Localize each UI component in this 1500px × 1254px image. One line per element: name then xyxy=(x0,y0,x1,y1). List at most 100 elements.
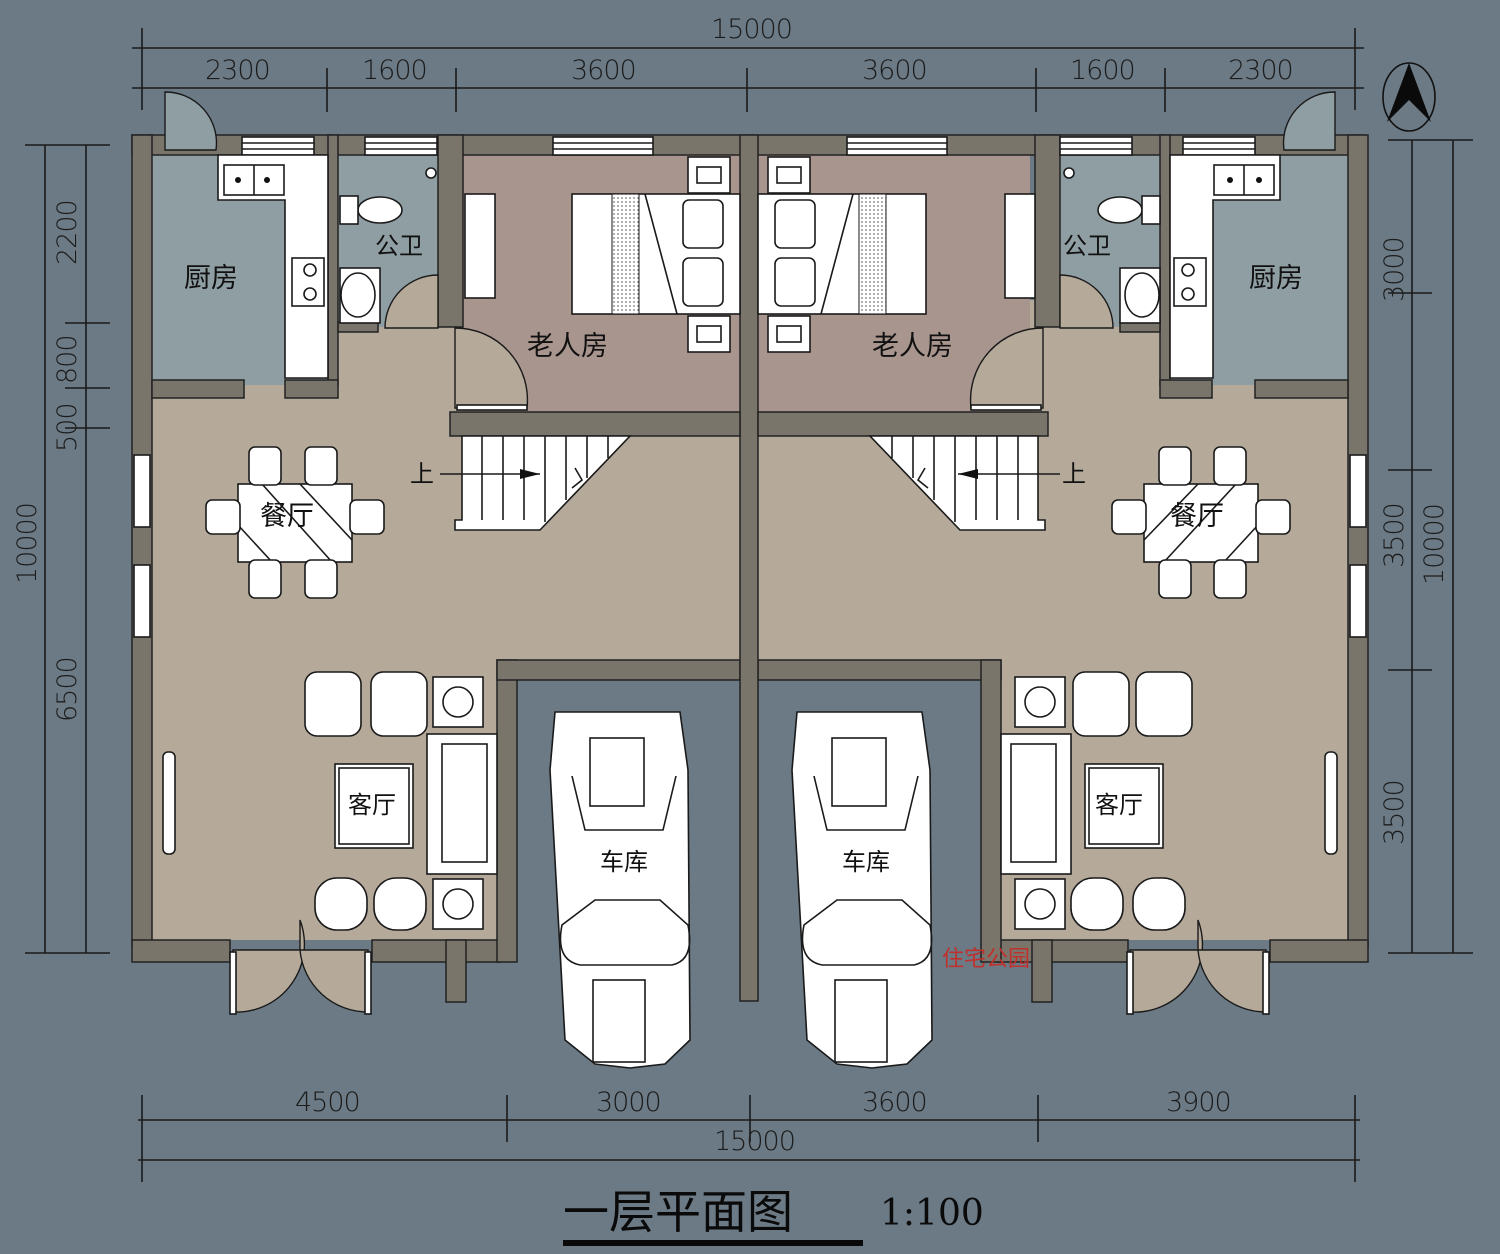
pillow-icon xyxy=(774,257,816,307)
dim-bottom-total: 15000 xyxy=(714,1126,795,1157)
front-door-right xyxy=(1129,919,1204,1013)
bath-fixtures-left xyxy=(339,167,437,324)
washbasin-icon xyxy=(1119,267,1161,324)
stove-icon xyxy=(291,257,325,307)
bath-fixtures-right xyxy=(1063,167,1161,324)
chair-icon xyxy=(248,446,282,486)
chair-icon xyxy=(205,499,241,535)
dim-top-seg: 3600 xyxy=(571,55,636,86)
chair-icon xyxy=(1255,499,1291,535)
bedroom-furniture-right xyxy=(757,156,1036,353)
window-top xyxy=(1059,136,1133,156)
dimension-bottom: 4500 3000 3600 3900 15000 xyxy=(138,1087,1360,1182)
side-table-icon xyxy=(1014,878,1066,930)
bedroom-furniture-left xyxy=(464,156,741,353)
door-bath-right xyxy=(1059,274,1114,329)
wardrobe-icon xyxy=(1004,193,1036,299)
dim-left-total: 10000 xyxy=(12,503,43,584)
dining-set-right xyxy=(1111,446,1291,599)
label-elder-room-left: 老人房 xyxy=(527,331,608,362)
dining-set-left xyxy=(205,446,385,599)
wardrobe-icon xyxy=(464,193,496,299)
staircase-left xyxy=(440,435,632,531)
door-kitchen-left xyxy=(164,91,218,151)
watermark-text: 住宅公园 xyxy=(942,947,1030,972)
chair-icon xyxy=(248,559,282,599)
armchair-icon xyxy=(373,877,427,931)
dim-left-seg: 2200 xyxy=(52,200,83,265)
door-bedroom-right xyxy=(969,327,1044,409)
label-stair-up-left: 上 xyxy=(410,460,434,488)
armchair-icon xyxy=(1070,877,1124,931)
arrow-icon xyxy=(520,469,540,479)
chair-icon xyxy=(1213,559,1247,599)
armchair-icon xyxy=(314,877,368,931)
pillow-icon xyxy=(682,199,724,249)
label-kitchen-left: 厨房 xyxy=(184,263,238,294)
door-bath-left xyxy=(384,274,439,329)
dim-top-seg: 3600 xyxy=(862,55,927,86)
kitchen-counter-right xyxy=(1169,154,1281,379)
side-table-icon xyxy=(432,676,484,728)
car-icon xyxy=(549,711,691,1069)
label-bath-left: 公卫 xyxy=(375,232,423,260)
dim-bottom-seg: 3000 xyxy=(596,1087,661,1118)
window-side-right xyxy=(1349,564,1367,638)
windows xyxy=(133,136,1367,638)
sofa-icon xyxy=(1000,733,1072,875)
door-kitchen-right xyxy=(1282,91,1336,151)
label-garage-right: 车库 xyxy=(842,848,890,876)
dim-left-seg: 800 xyxy=(52,335,83,384)
chair-icon xyxy=(349,499,385,535)
armchair-icon xyxy=(1135,671,1193,737)
dim-top-seg: 1600 xyxy=(362,55,427,86)
living-set-left xyxy=(162,671,498,931)
sofa-icon xyxy=(426,733,498,875)
dim-top-total: 15000 xyxy=(711,14,792,45)
label-dining-right: 餐厅 xyxy=(1170,501,1224,532)
arrow-icon xyxy=(958,469,978,479)
window-top xyxy=(552,136,654,156)
title-underline xyxy=(563,1240,863,1246)
chair-icon xyxy=(1213,446,1247,486)
room-labels: 厨房 公卫 老人房 老人房 公卫 厨房 餐厅 餐厅 上 上 客厅 客厅 车库 车… xyxy=(184,232,1303,972)
armchair-icon xyxy=(1132,877,1186,931)
floor-drain-icon xyxy=(1063,167,1075,179)
label-living-right: 客厅 xyxy=(1095,791,1143,819)
walls xyxy=(131,134,1369,1003)
drawing-title: 一层平面图 1:100 xyxy=(563,1185,984,1246)
window-side-right xyxy=(1349,454,1367,528)
window-top xyxy=(846,136,948,156)
coffee-table-icon xyxy=(1084,763,1164,849)
doors xyxy=(164,91,1336,1015)
window-top xyxy=(364,136,438,156)
washbasin-icon xyxy=(339,267,381,324)
label-elder-room-right: 老人房 xyxy=(872,331,953,362)
chair-icon xyxy=(304,446,338,486)
window-top xyxy=(1182,136,1256,156)
compass-north-arrow-icon xyxy=(1382,62,1436,132)
armchair-icon xyxy=(370,671,428,737)
dim-right-seg: 3500 xyxy=(1379,503,1410,568)
dim-top-seg: 1600 xyxy=(1070,55,1135,86)
dim-bottom-seg: 3600 xyxy=(862,1087,927,1118)
side-table-icon xyxy=(1014,676,1066,728)
dim-left-seg: 500 xyxy=(52,403,83,452)
toilet-icon xyxy=(1097,196,1143,224)
tv-icon xyxy=(1324,751,1338,855)
tv-icon xyxy=(162,751,176,855)
title-scale: 1:100 xyxy=(880,1193,984,1234)
dimension-top: 15000 2300 1600 3600 3600 1600 2300 xyxy=(132,14,1364,112)
chair-icon xyxy=(1111,499,1147,535)
front-door-left xyxy=(232,919,306,1013)
stove-icon xyxy=(1173,257,1207,307)
chair-icon xyxy=(1158,446,1192,486)
coffee-table-icon xyxy=(334,763,414,849)
door-bedroom-left xyxy=(454,327,529,409)
car-right xyxy=(791,711,933,1069)
armchair-icon xyxy=(304,671,362,737)
car-left xyxy=(549,711,691,1069)
label-stair-up-right: 上 xyxy=(1062,460,1086,488)
car-icon xyxy=(791,711,933,1069)
